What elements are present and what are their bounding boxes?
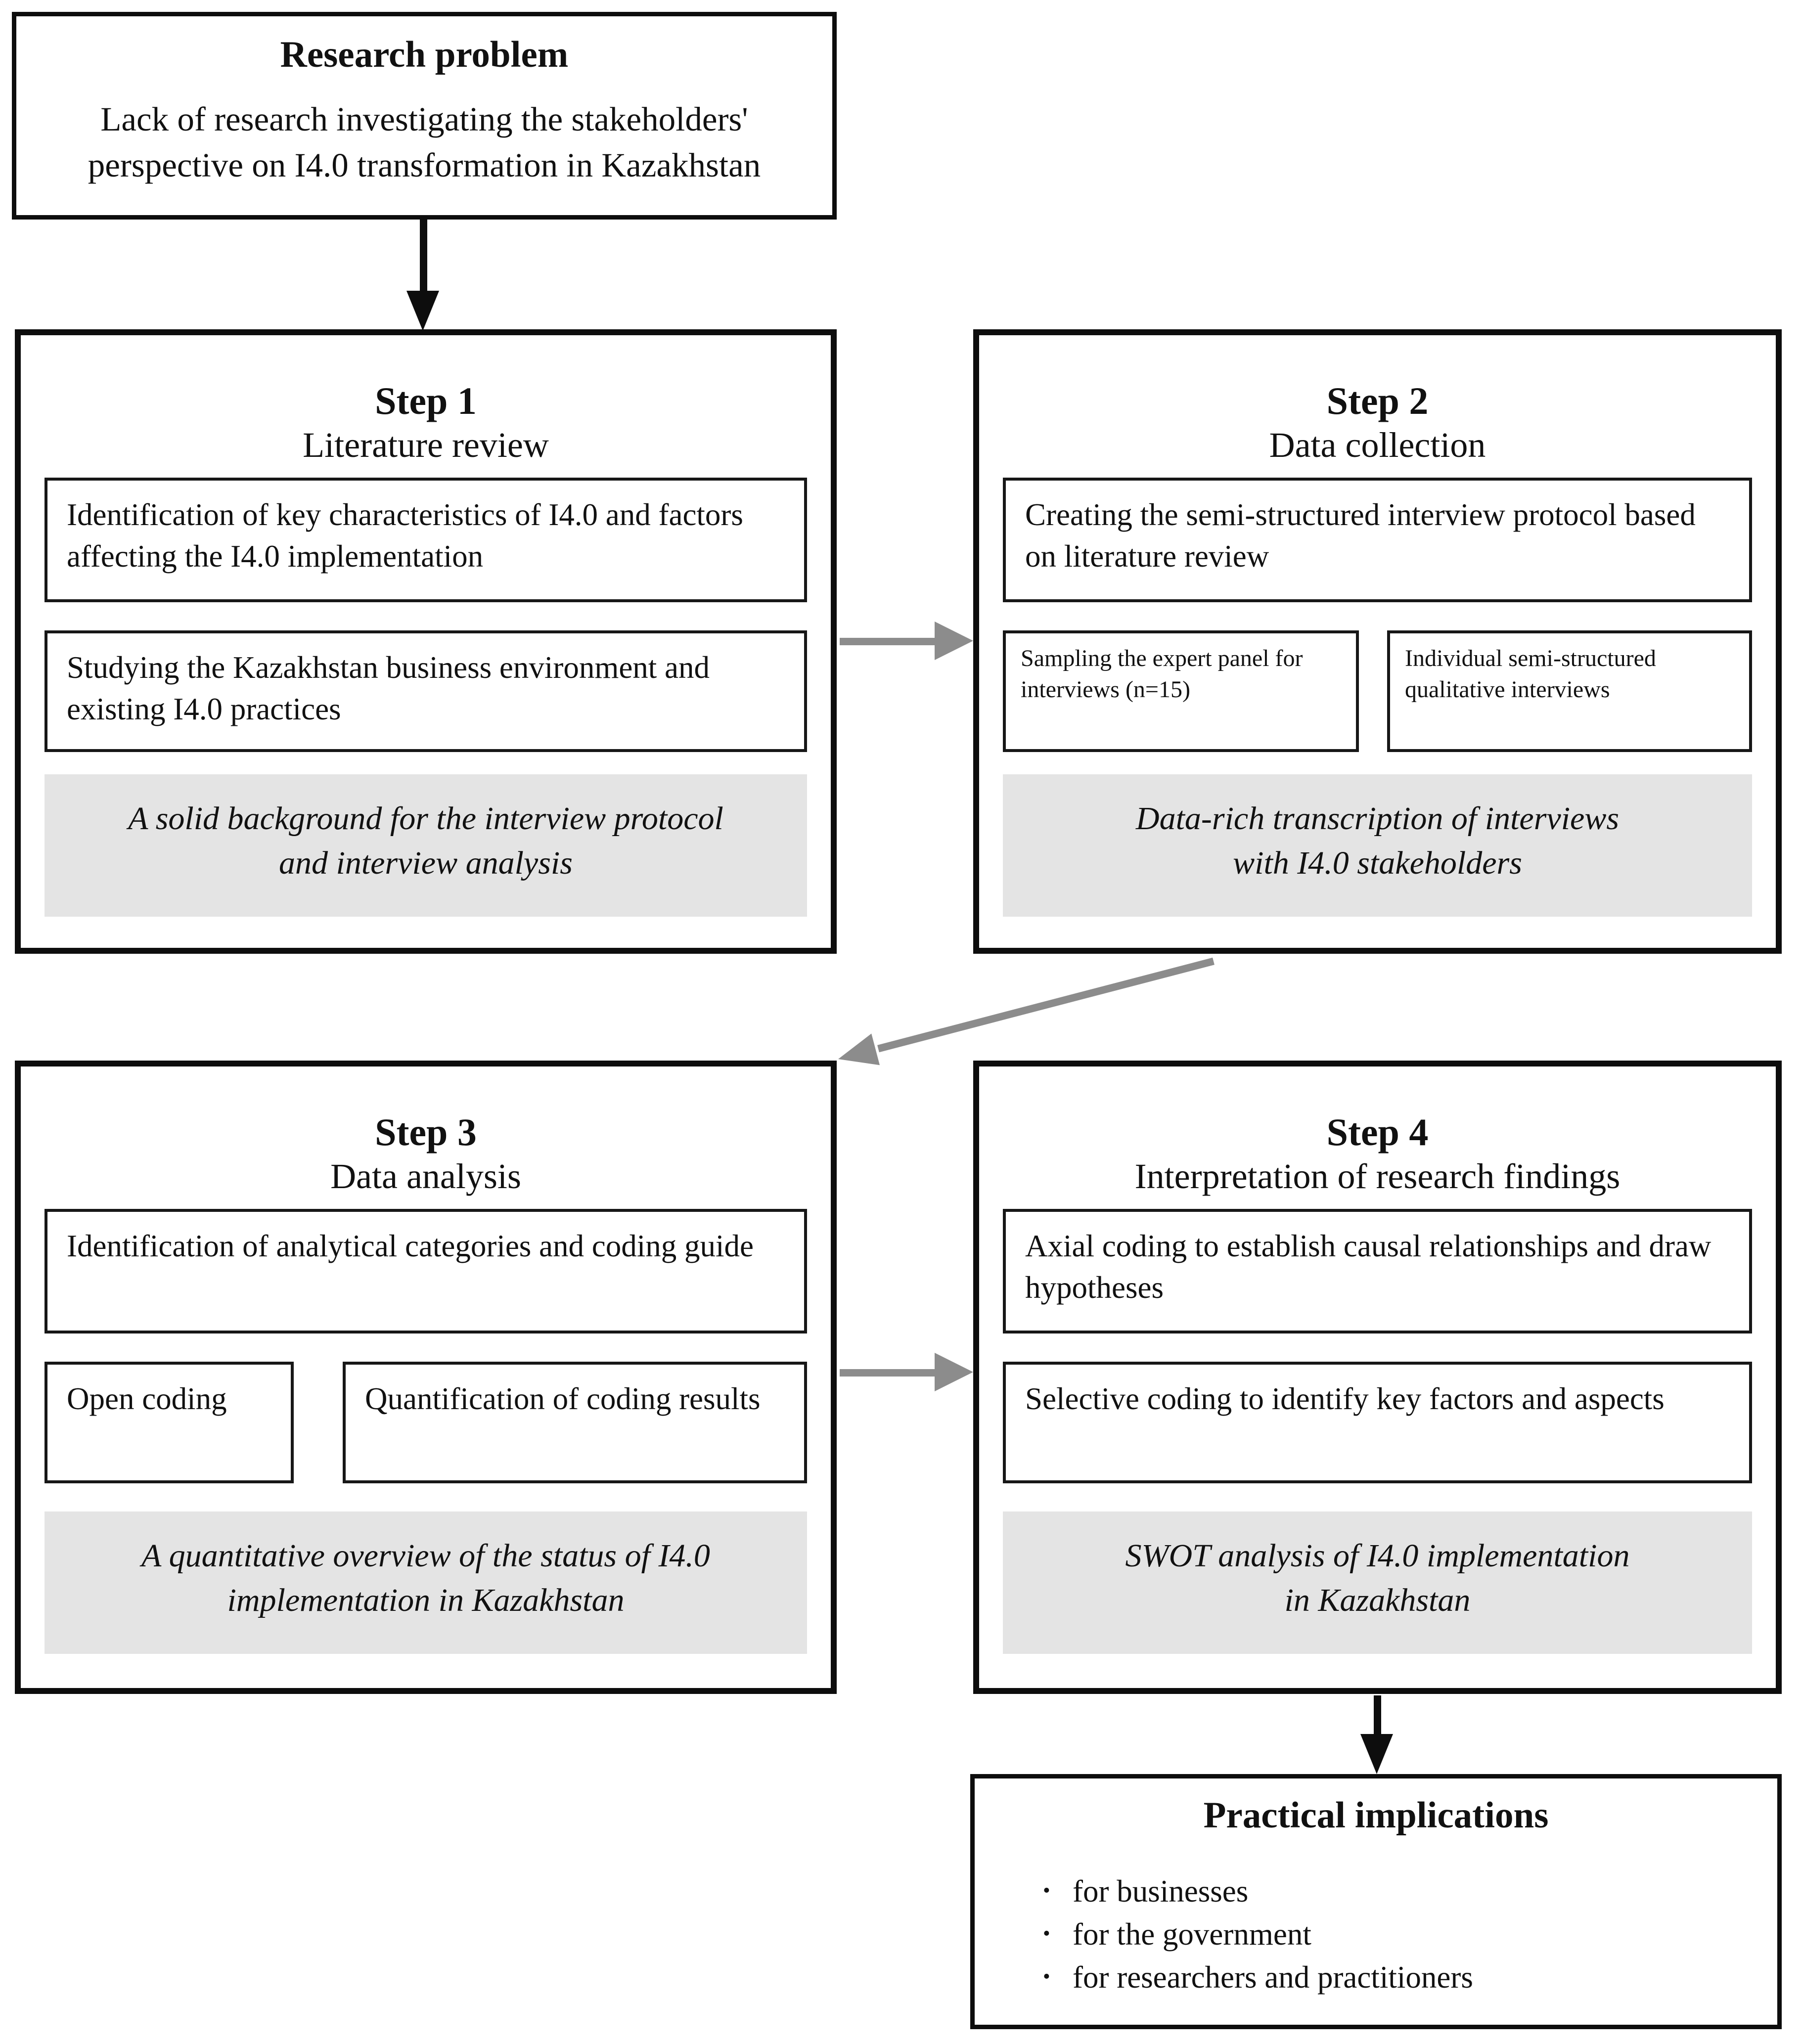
- step4-box: Step 4 Interpretation of research findin…: [973, 1061, 1782, 1694]
- research-problem-box: Research problem Lack of research invest…: [12, 12, 837, 220]
- step4-outcome-line1: SWOT analysis of I4.0 implementation: [1125, 1537, 1630, 1574]
- step2-subtitle: Data collection: [1269, 427, 1486, 466]
- step1-outcome-box: A solid background for the interview pro…: [45, 774, 807, 917]
- step4-outcome-box: SWOT analysis of I4.0 implementation in …: [1003, 1511, 1752, 1654]
- step3-activity1-box: Identification of analytical categories …: [45, 1209, 807, 1333]
- step4-title: Step 4: [1326, 1111, 1429, 1154]
- step2-box: Step 2 Data collection Creating the semi…: [973, 329, 1782, 954]
- arrow-right-step1-step2-head-icon: [935, 622, 973, 660]
- practical-item-government: • for the government: [1043, 1913, 1777, 1956]
- step2-outcome-line1: Data-rich transcription of interviews: [1135, 800, 1620, 837]
- step4-activity2-box: Selective coding to identify key factors…: [1003, 1362, 1752, 1483]
- bullet-dot-icon: •: [1043, 1924, 1050, 1946]
- research-problem-body: Lack of research investigating the stake…: [16, 96, 832, 188]
- research-problem-body-line1: Lack of research investigating the stake…: [100, 101, 748, 138]
- arrow-down-head-icon: [406, 291, 439, 331]
- step2-interviews-box: Individual semi-structured qualitative i…: [1387, 630, 1752, 752]
- step4-outcome-line2: in Kazakhstan: [1284, 1581, 1471, 1618]
- step3-quantification-box: Quantification of coding results: [343, 1362, 807, 1483]
- step3-open-coding-box: Open coding: [45, 1362, 294, 1483]
- step2-outcome-line2: with I4.0 stakeholders: [1233, 844, 1522, 881]
- arrow-down-practical-head-icon: [1360, 1734, 1393, 1774]
- step2-activity1-box: Creating the semi-structured interview p…: [1003, 478, 1752, 602]
- practical-implications-list: • for businesses • for the government • …: [975, 1870, 1777, 2000]
- step2-title: Step 2: [1326, 380, 1429, 423]
- step4-subtitle: Interpretation of research findings: [1134, 1158, 1621, 1197]
- practical-item-label: for researchers and practitioners: [1073, 1959, 1473, 1995]
- arrow-right-step1-step2-icon: [840, 638, 935, 645]
- arrow-down-practical-icon: [1374, 1695, 1381, 1734]
- arrow-right-step3-step4-head-icon: [935, 1353, 973, 1391]
- step1-activity2-box: Studying the Kazakhstan business environ…: [45, 630, 807, 752]
- step4-activity1-box: Axial coding to establish causal relatio…: [1003, 1209, 1752, 1333]
- arrow-down-icon: [420, 220, 427, 291]
- step2-sampling-box: Sampling the expert panel for interviews…: [1003, 630, 1359, 752]
- step3-outcome-line2: implementation in Kazakhstan: [227, 1581, 625, 1618]
- bullet-dot-icon: •: [1043, 1881, 1050, 1903]
- step2-outcome-box: Data-rich transcription of interviews wi…: [1003, 774, 1752, 917]
- step1-subtitle: Literature review: [303, 427, 549, 466]
- step3-subtitle: Data analysis: [330, 1158, 521, 1197]
- practical-item-label: for the government: [1073, 1916, 1311, 1952]
- practical-item-label: for businesses: [1073, 1873, 1249, 1909]
- research-problem-title: Research problem: [280, 36, 569, 76]
- step1-outcome-line2: and interview analysis: [279, 844, 573, 881]
- practical-item-businesses: • for businesses: [1043, 1870, 1777, 1913]
- step3-outcome-box: A quantitative overview of the status of…: [45, 1511, 807, 1654]
- step1-box: Step 1 Literature review Identification …: [15, 329, 837, 954]
- bullet-dot-icon: •: [1043, 1967, 1050, 1989]
- arrow-right-step3-step4-icon: [840, 1369, 935, 1377]
- research-problem-body-line2: perspective on I4.0 transformation in Ka…: [88, 147, 761, 184]
- step1-outcome-line1: A solid background for the interview pro…: [128, 800, 723, 837]
- arrow-diagonal-step2-step3-icon: [838, 957, 1215, 1066]
- practical-item-researchers: • for researchers and practitioners: [1043, 1956, 1777, 2000]
- practical-implications-box: Practical implications • for businesses …: [970, 1774, 1782, 2029]
- step3-outcome-line1: A quantitative overview of the status of…: [141, 1537, 710, 1574]
- practical-implications-title: Practical implications: [1203, 1796, 1549, 1836]
- step3-box: Step 3 Data analysis Identification of a…: [15, 1061, 837, 1694]
- step1-title: Step 1: [375, 380, 477, 423]
- step3-title: Step 3: [375, 1111, 477, 1154]
- step1-activity1-box: Identification of key characteristics of…: [45, 478, 807, 602]
